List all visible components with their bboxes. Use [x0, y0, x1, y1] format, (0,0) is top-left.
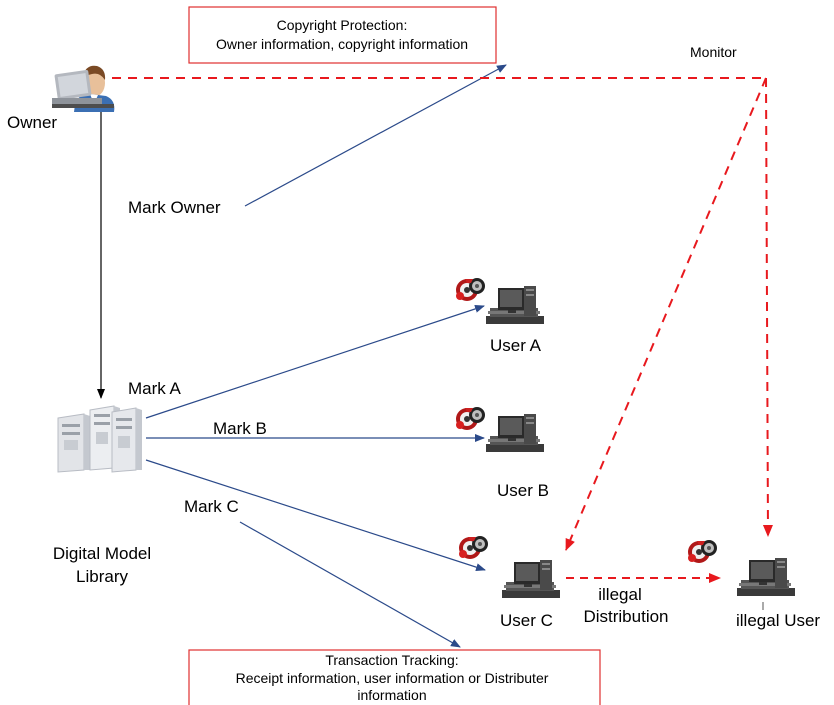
desktop-computer-icon: [737, 558, 795, 596]
desktop-computer-icon: [502, 560, 560, 598]
monitor-label: Monitor: [690, 44, 737, 60]
library-label-line1: Digital Model: [53, 544, 151, 563]
mark-a-arrow: [145, 305, 485, 419]
person-at-laptop-icon: [52, 65, 115, 112]
mark-owner-label: Mark Owner: [128, 198, 221, 217]
transaction-tracking-box: [188, 649, 601, 705]
user-b-label: User B: [497, 481, 549, 500]
desktop-computer-icon: [486, 414, 544, 452]
copyright-box-body: Owner information, copyright information: [216, 36, 468, 52]
desktop-computer-icon: [486, 286, 544, 324]
library-label-line2: Library: [76, 567, 128, 586]
illegal-distribution-label-line2: Distribution: [583, 607, 668, 626]
illegal-user-label: illegal User: [736, 611, 820, 630]
tracking-box-line2: information: [357, 687, 426, 703]
illegal-distribution-label-line1: illegal: [598, 585, 641, 604]
mark-owner-arrow: [244, 64, 507, 207]
copyright-box-title: Copyright Protection:: [277, 17, 408, 33]
mark-c-arrow: [145, 459, 486, 572]
user-c-label: User C: [500, 611, 553, 630]
monitor-to-illegal-user-arrow: [762, 77, 773, 537]
media-discs-icon: [456, 278, 485, 301]
server-rack-icon: [57, 405, 142, 473]
copyright-protection-box: [188, 6, 497, 64]
mark-a-label: Mark A: [128, 379, 182, 398]
media-discs-icon: [459, 536, 488, 559]
monitor-to-user-c-arrow: [565, 77, 767, 551]
tracking-box-line1: Receipt information, user information or…: [236, 670, 549, 686]
media-discs-icon: [456, 407, 485, 430]
owner-label: Owner: [7, 113, 57, 132]
mark-b-label: Mark B: [213, 419, 267, 438]
tracking-box-title: Transaction Tracking:: [325, 652, 458, 668]
mark-c-label: Mark C: [184, 497, 239, 516]
mark-c-tracking-arrow: [239, 521, 461, 648]
media-discs-icon: [688, 540, 717, 563]
user-a-label: User A: [490, 336, 542, 355]
